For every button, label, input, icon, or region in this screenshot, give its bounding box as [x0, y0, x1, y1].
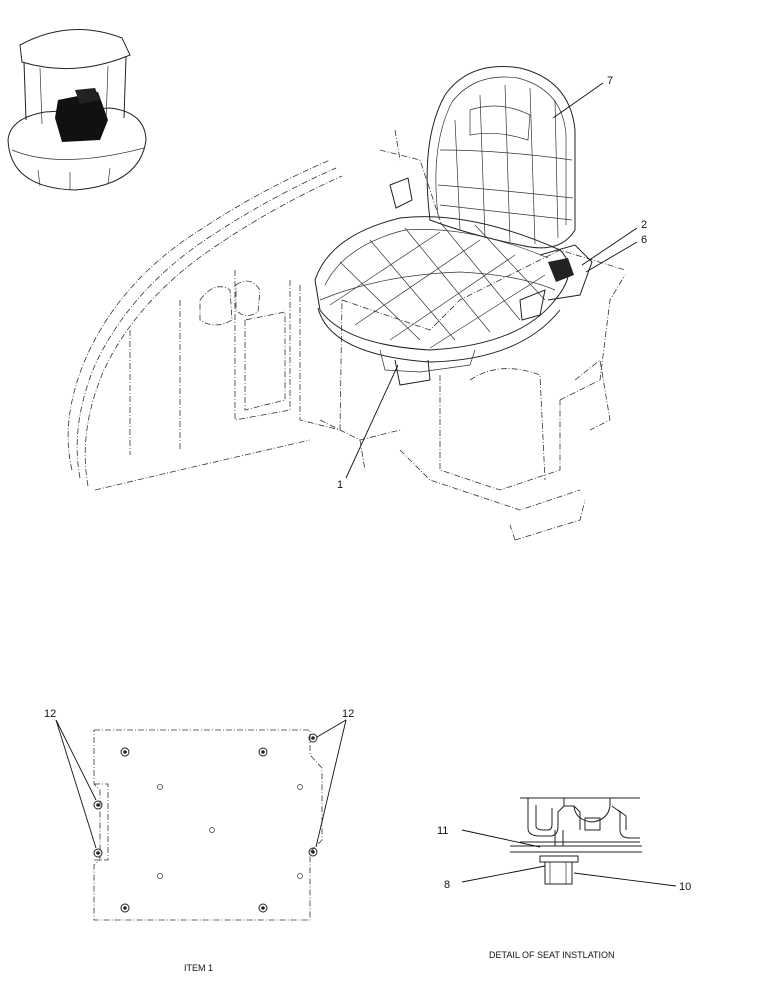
- detail-leaders: [461, 829, 677, 887]
- callout-12-right: 12: [342, 708, 354, 720]
- callout-6: 6: [641, 234, 647, 246]
- caption-item-1: ITEM 1: [184, 963, 213, 973]
- callout-11: 11: [437, 825, 448, 837]
- seat-assembly: [314, 66, 593, 386]
- item-1-plate: [93, 729, 323, 921]
- callout-10: 10: [679, 881, 691, 893]
- callout-2: 2: [641, 219, 647, 231]
- caption-detail: DETAIL OF SEAT INSTLATION: [489, 950, 615, 960]
- main-leaders: [345, 82, 638, 479]
- callout-8: 8: [444, 879, 450, 891]
- locator-thumbnail: [7, 29, 147, 191]
- platform-frame: [67, 129, 626, 541]
- item-1-leaders: [55, 719, 347, 849]
- seat-installation-detail: [510, 797, 642, 885]
- callout-7: 7: [607, 75, 613, 87]
- callout-12-left: 12: [44, 708, 56, 720]
- callout-1: 1: [337, 479, 343, 491]
